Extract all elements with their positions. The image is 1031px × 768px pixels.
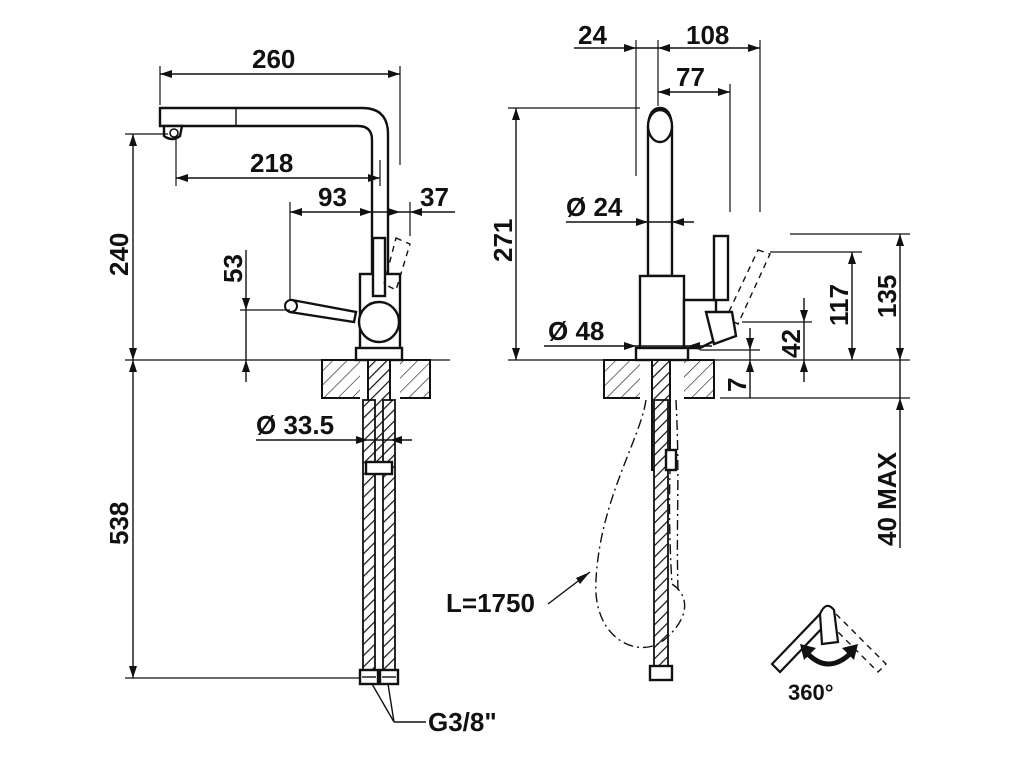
dim-93: 93 [318, 182, 347, 212]
dim-7: 7 [722, 378, 752, 392]
dim-42: 42 [776, 329, 806, 358]
dim-spout-diameter: Ø 24 [566, 192, 623, 222]
connection-thread-label: G3/8" [428, 707, 497, 737]
lever-tilted-front [383, 237, 411, 291]
dim-135: 135 [872, 275, 902, 318]
dim-117: 117 [824, 284, 854, 326]
pull-out-hose-weight [664, 448, 678, 472]
side-hose-fitting [648, 664, 674, 682]
aerator-outlet [169, 128, 179, 138]
base-ring-front [354, 346, 404, 362]
hose-length-label: L=1750 [446, 588, 535, 618]
dim-40-max: 40 MAX [872, 451, 902, 546]
fixing-nut [364, 460, 394, 476]
lever-head-side [704, 310, 738, 346]
dim-271: 271 [488, 219, 518, 262]
dim-218: 218 [250, 148, 293, 178]
dim-108: 108 [686, 20, 729, 50]
side-view: L=1750 24 108 77 Ø 24 271 Ø 48 [446, 20, 910, 682]
base-ring-side [634, 346, 690, 362]
front-view: 260 218 93 37 240 53 [104, 44, 497, 737]
dim-77: 77 [676, 62, 705, 92]
pull-out-hose-loop [595, 399, 686, 649]
dim-shank-diameter: Ø 33.5 [256, 410, 334, 440]
lever-tilted-side [725, 249, 771, 325]
rotation-360-symbol: 360° [770, 604, 887, 705]
dim-24-top: 24 [578, 20, 607, 50]
side-supply-hose [653, 399, 669, 671]
dim-260: 260 [252, 44, 295, 74]
faucet-body-side [638, 274, 686, 352]
dim-538: 538 [104, 502, 134, 545]
dim-base-diameter: Ø 48 [548, 316, 604, 346]
rotation-body [818, 604, 840, 646]
spout-head-side [646, 108, 674, 144]
dim-37: 37 [420, 182, 449, 212]
rotation-label: 360° [788, 680, 834, 705]
rotation-arrow-icon [804, 650, 854, 667]
cartridge-cap [357, 300, 401, 344]
spout-front [158, 106, 390, 282]
lever-closed-side [712, 234, 730, 302]
lever-open-front [288, 298, 358, 324]
dim-240: 240 [104, 233, 134, 276]
lever-closed-front [371, 236, 387, 298]
dim-53: 53 [218, 254, 248, 283]
